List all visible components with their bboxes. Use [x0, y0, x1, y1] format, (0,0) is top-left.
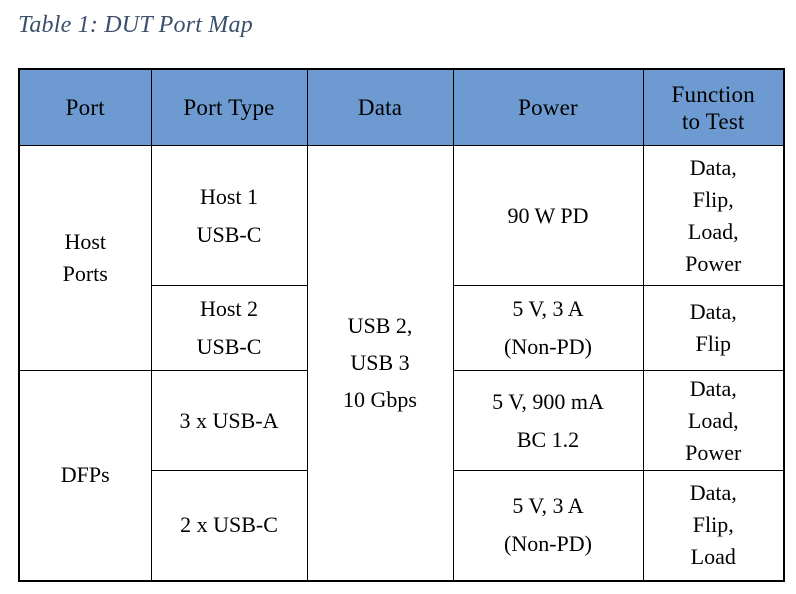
cell-power-row-3-line-1: 5 V, 900 mA — [492, 388, 604, 414]
cell-port-type-row-1: Host 1 USB-C — [150, 145, 308, 286]
cell-port-type-row-1-line-1: Host 1 — [199, 183, 259, 209]
table-row: 2 x USB-C 5 V, 3 A (Non-PD) Data, Flip, — [19, 470, 785, 581]
table-container: Port Port Type Data Power Function to Te… — [18, 68, 785, 582]
cell-port-type-row-2-line-2: USB-C — [196, 334, 262, 359]
cell-function-row-4: Data, Flip, Load — [642, 470, 785, 581]
cell-function-row-3-line-2: Load, — [687, 407, 739, 433]
cell-power-row-4-line-2: (Non-PD) — [504, 531, 592, 557]
cell-data-line-1: USB 2, — [347, 313, 413, 339]
cell-function-row-2-line-1: Data, — [689, 299, 737, 324]
group-label-host-ports-line-2: Ports — [62, 261, 108, 286]
cell-function-row-1-line-1: Data, — [689, 154, 737, 180]
cell-port-type-row-2-line-1: Host 2 — [199, 296, 259, 321]
cell-function-row-3: Data, Load, Power — [642, 370, 785, 471]
table-caption: Table 1: DUT Port Map — [18, 12, 253, 38]
cell-port-type-row-1-line-2: USB-C — [196, 221, 262, 247]
column-header-function-to-test: Function to Test — [642, 68, 785, 146]
cell-function-row-4-line-3: Load — [690, 544, 736, 570]
column-header-data: Data — [306, 68, 454, 146]
cell-function-row-1-line-4: Power — [685, 250, 742, 276]
cell-power-row-2-line-2: (Non-PD) — [504, 334, 592, 359]
group-label-dfps-line-1: DFPs — [60, 462, 110, 488]
cell-data-line-3: 10 Gbps — [343, 387, 417, 413]
cell-power-row-4: 5 V, 3 A (Non-PD) — [452, 470, 644, 581]
table-body: Host Ports Host 1 USB-C USB 2, U — [18, 145, 785, 581]
cell-function-row-1: Data, Flip, Load, Power — [642, 145, 785, 286]
cell-power-row-1-line-1: 90 W PD — [507, 202, 589, 228]
cell-power-row-4-line-1: 5 V, 3 A — [512, 493, 584, 519]
cell-data-spanned: USB 2, USB 3 10 Gbps — [306, 145, 454, 581]
table-row: Host Ports Host 1 USB-C USB 2, U — [18, 145, 785, 581]
function-to-test-label-line-2: to Test — [681, 108, 745, 134]
cell-function-row-3-line-3: Power — [685, 439, 742, 465]
column-header-port-type: Port Type — [150, 68, 308, 146]
cell-data-line-2: USB 3 — [350, 350, 410, 376]
header-row: Port Port Type Data Power Function to Te… — [18, 68, 785, 146]
cell-port-type-row-3: 3 x USB-A — [150, 370, 308, 471]
cell-function-row-2-line-2: Flip — [695, 331, 731, 356]
cell-power-row-3: 5 V, 900 mA BC 1.2 — [452, 370, 644, 471]
cell-power-row-3-line-2: BC 1.2 — [516, 426, 580, 452]
function-to-test-label-line-1: Function — [671, 81, 755, 107]
cell-power-row-2-line-1: 5 V, 3 A — [512, 296, 584, 321]
cell-power-row-2: 5 V, 3 A (Non-PD) — [452, 285, 644, 371]
cell-function-row-4-line-1: Data, — [689, 480, 737, 506]
cell-power-row-1: 90 W PD — [452, 145, 644, 286]
group-label-host-ports: Host Ports — [18, 145, 152, 371]
column-header-port: Port — [18, 68, 152, 146]
cell-port-type-row-4: 2 x USB-C — [150, 470, 308, 581]
dut-port-map-table: Port Port Type Data Power Function to Te… — [18, 68, 785, 582]
cell-function-row-1-line-3: Load, — [687, 218, 739, 244]
group-label-dfps: DFPs — [18, 370, 152, 581]
column-header-power: Power — [452, 68, 644, 146]
cell-function-row-2: Data, Flip — [642, 285, 785, 371]
cell-port-type-row-2: Host 2 USB-C — [150, 285, 308, 371]
table-row: DFPs 3 x USB-A 5 V, 900 mA BC 1.2 — [18, 370, 785, 581]
cell-port-type-row-3-line-1: 3 x USB-A — [179, 407, 279, 433]
cell-function-row-3-line-1: Data, — [689, 375, 737, 401]
cell-port-type-row-4-line-1: 2 x USB-C — [180, 512, 278, 538]
table-header: Port Port Type Data Power Function to Te… — [18, 68, 785, 146]
cell-function-row-4-line-2: Flip, — [692, 512, 734, 538]
group-label-host-ports-line-1: Host — [64, 229, 107, 254]
cell-function-row-1-line-2: Flip, — [692, 186, 734, 212]
